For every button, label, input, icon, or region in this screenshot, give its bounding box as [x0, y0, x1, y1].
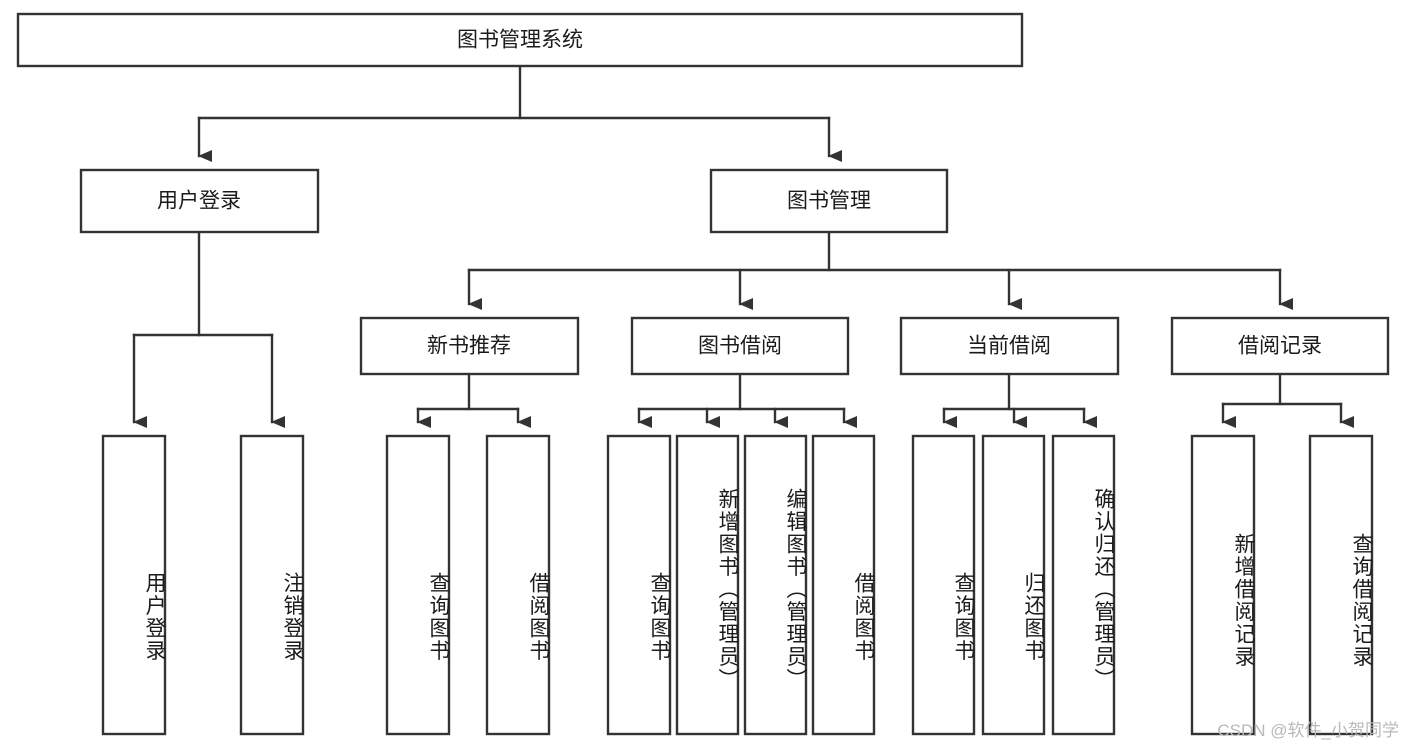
node-user-login-label: 用户登录: [157, 190, 241, 213]
node-book-borrow-label: 图书借阅: [698, 335, 782, 358]
node-leaf-query-book-borrow-box[interactable]: [606, 434, 672, 736]
node-borrow-record[interactable]: 借阅记录: [1170, 316, 1390, 376]
csdn-watermark: CSDN @软件_小贺同学: [1217, 721, 1399, 740]
connector-group-user-login: [132, 230, 285, 428]
node-leaf-query-book-recommend-box[interactable]: [385, 434, 451, 736]
node-current-borrow[interactable]: 当前借阅: [899, 316, 1120, 376]
node-current-borrow-label: 当前借阅: [967, 335, 1051, 358]
node-book-management-box[interactable]: [709, 168, 949, 234]
node-leaf-borrow-book-recommend-box[interactable]: [485, 434, 551, 736]
node-book-management-label: 图书管理: [787, 190, 871, 213]
node-new-book-recommend-box[interactable]: [359, 316, 580, 376]
node-leaf-borrow-book-box[interactable]: [811, 434, 876, 736]
node-root-box[interactable]: [16, 12, 1024, 68]
leaf-boxes: [101, 434, 1374, 736]
node-leaf-logout-box[interactable]: [239, 434, 305, 736]
node-root[interactable]: 图书管理系统: [16, 12, 1024, 68]
node-book-management[interactable]: 图书管理: [709, 168, 949, 234]
node-new-book-recommend-label: 新书推荐: [427, 335, 511, 358]
connector-group-book-management: [467, 230, 1293, 310]
node-leaf-add-book-box[interactable]: [675, 434, 740, 736]
node-user-login[interactable]: 用户登录: [79, 168, 320, 234]
node-book-borrow-box[interactable]: [630, 316, 850, 376]
node-leaf-query-book-current-box[interactable]: [911, 434, 976, 736]
connector-group-new-book: [416, 372, 531, 428]
connector-group-current-borrow: [942, 372, 1097, 428]
node-leaf-query-borrow-record-box[interactable]: [1308, 434, 1374, 736]
node-leaf-edit-book-box[interactable]: [743, 434, 808, 736]
node-current-borrow-box[interactable]: [899, 316, 1120, 376]
node-leaf-user-login-box[interactable]: [101, 434, 167, 736]
node-leaf-confirm-return-box[interactable]: [1051, 434, 1116, 736]
node-user-login-box[interactable]: [79, 168, 320, 234]
connector-group-borrow-record: [1221, 372, 1354, 428]
node-borrow-record-label: 借阅记录: [1238, 335, 1322, 358]
connector-group-root: [197, 64, 842, 162]
connector-group-book-borrow: [637, 372, 857, 428]
node-root-label: 图书管理系统: [457, 29, 583, 52]
node-borrow-record-box[interactable]: [1170, 316, 1390, 376]
node-new-book-recommend[interactable]: 新书推荐: [359, 316, 580, 376]
node-leaf-return-book-box[interactable]: [981, 434, 1046, 736]
node-book-borrow[interactable]: 图书借阅: [630, 316, 850, 376]
node-leaf-add-borrow-record-box[interactable]: [1190, 434, 1256, 736]
